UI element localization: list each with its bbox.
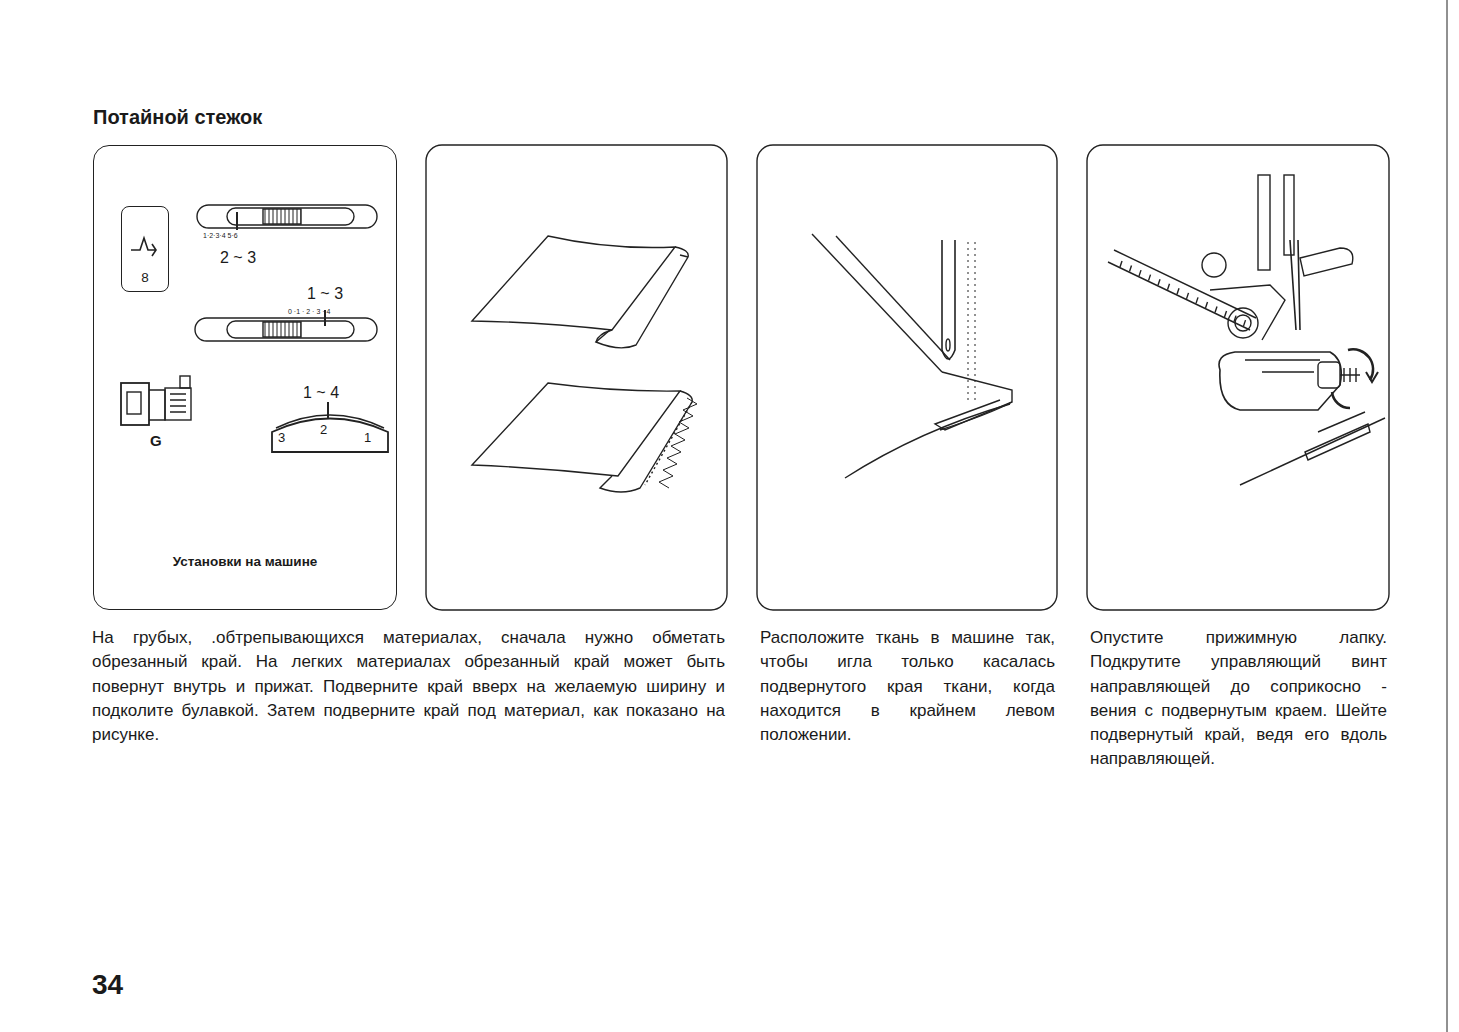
panel-caption: Установки на машине: [94, 554, 396, 569]
ruler-tick: [1120, 261, 1122, 267]
presser-foot-icon: [121, 376, 191, 425]
blind-hem-foot: [1108, 175, 1385, 485]
needle: [942, 240, 955, 359]
page-edge: [1447, 0, 1448, 1032]
ruler-tick: [1177, 288, 1179, 294]
width-setting: 2 ~ 3: [220, 249, 256, 267]
dial-number: 3: [278, 431, 285, 445]
ruler-tick: [1215, 307, 1217, 313]
ruler-tick: [1158, 279, 1160, 285]
title: Потайной стежок: [93, 106, 262, 128]
length-slider: [195, 310, 377, 341]
stitch-pattern-box: 8: [121, 206, 169, 292]
panel-frame: [426, 145, 727, 610]
pattern-number: 8: [122, 270, 168, 285]
ruler-tick: [1130, 266, 1132, 272]
tension-setting: 1 ~ 4: [303, 384, 339, 402]
dial-number: 2: [320, 423, 327, 437]
ruler-tick: [1225, 311, 1227, 317]
stitch-symbol: [131, 238, 156, 256]
panel-frame: [1087, 145, 1389, 610]
scale-numbers: 0 ·1 · 2 · 3 · 4: [288, 308, 330, 316]
ruler-tick: [1187, 293, 1189, 299]
page-number: 34: [92, 970, 123, 1001]
instruction-text: Расположите ткань в машине так, чтобы иг…: [760, 626, 1055, 747]
width-slider: [197, 205, 377, 230]
ruler-tick: [1206, 302, 1208, 308]
ruler-tick: [1149, 275, 1151, 281]
instruction-text: На грубых, .обтрепывающихся материалах, …: [92, 626, 725, 747]
overlocked-fabric: [472, 383, 697, 492]
ruler-tick: [1168, 284, 1170, 290]
foot-letter: G: [150, 433, 162, 450]
ruler-tick: [1196, 297, 1198, 303]
ruler-tick: [1139, 270, 1141, 276]
tension-dial: [272, 402, 388, 452]
folded-fabric: [472, 236, 688, 348]
ruler-tick: [1244, 320, 1246, 326]
dial-number: 1: [364, 431, 371, 445]
instruction-text: Опустите прижимную лапку. Подкрутите упр…: [1090, 626, 1387, 772]
settings-panel: Установки на машине 8: [93, 145, 397, 610]
scale-numbers: 1·2·3·4 5·6: [203, 232, 238, 240]
fabric-fold-closeup: [812, 234, 1012, 478]
panel-frame: [757, 145, 1057, 610]
length-setting: 1 ~ 3: [307, 285, 343, 303]
